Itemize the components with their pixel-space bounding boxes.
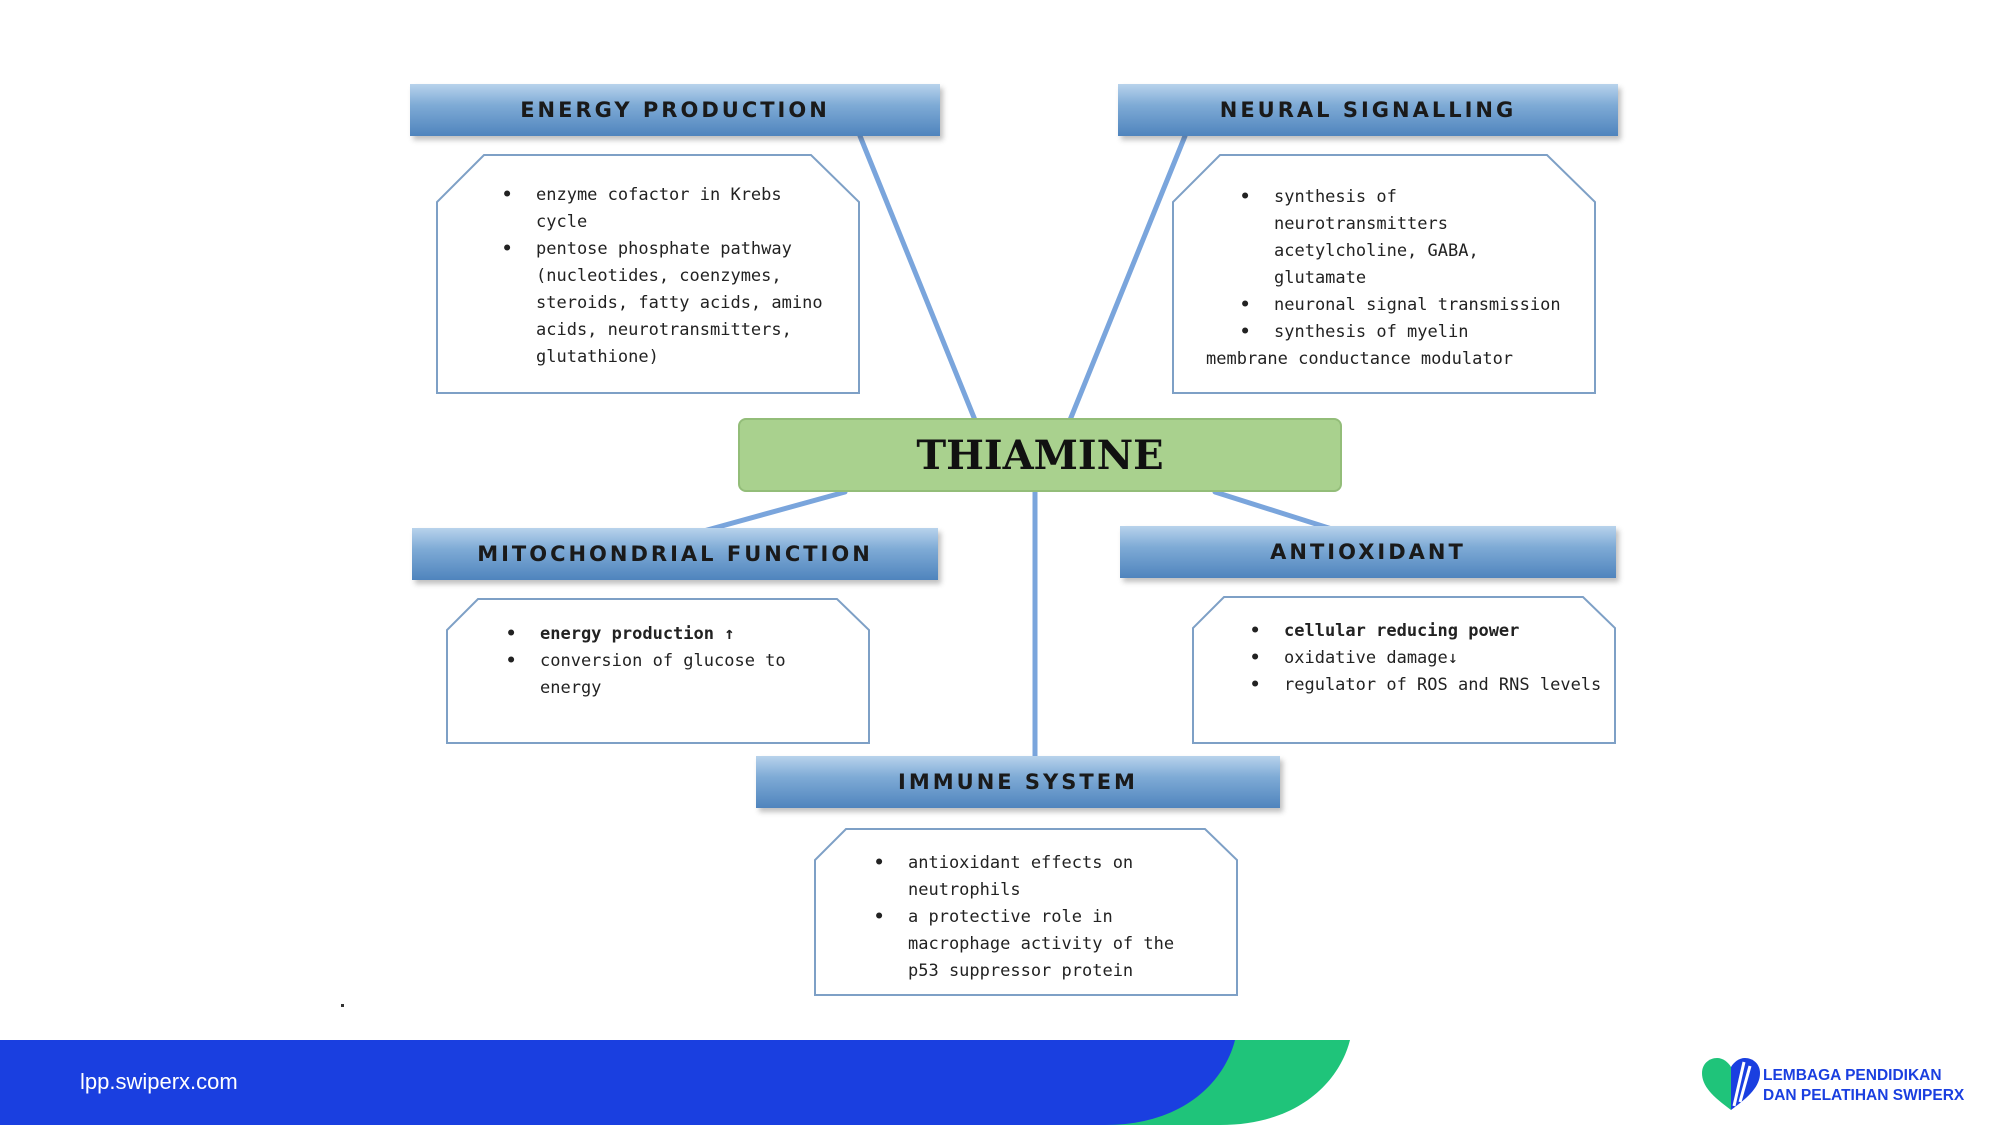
list-item: conversion of glucose to energy xyxy=(506,648,856,702)
antioxidant-title: ANTIOXIDANT xyxy=(1120,526,1616,578)
list-item: a protective role in macrophage activity… xyxy=(874,904,1214,985)
footer-org-name: LEMBAGA PENDIDIKAN DAN PELATIHAN SWIPERX xyxy=(1763,1066,1964,1106)
list-item: synthesis of neurotransmitters acetylcho… xyxy=(1240,184,1580,292)
immune-system-list: antioxidant effects on neutrophils a pro… xyxy=(874,850,1214,985)
org-line-2: DAN PELATIHAN SWIPERX xyxy=(1763,1087,1965,1104)
connector-energy xyxy=(857,133,978,423)
list-item: cellular reducing power xyxy=(1250,618,1610,645)
mitochondrial-function-list: energy production ↑ conversion of glucos… xyxy=(506,621,856,702)
list-item: synthesis of myelin xyxy=(1240,319,1580,346)
center-node-thiamine: THIAMINE xyxy=(738,418,1342,492)
list-item: membrane conductance modulator xyxy=(1206,349,1514,369)
list-item: neuronal signal transmission xyxy=(1240,292,1580,319)
list-item: oxidative damage↓ xyxy=(1250,645,1610,672)
list-item: enzyme cofactor in Krebs cycle xyxy=(502,182,832,236)
antioxidant-list: cellular reducing power oxidative damage… xyxy=(1250,618,1610,699)
stray-dot xyxy=(341,1004,344,1007)
mitochondrial-function-title: MITOCHONDRIAL FUNCTION xyxy=(412,528,938,580)
list-item: energy production ↑ xyxy=(506,621,856,648)
connector-mitochondrial xyxy=(697,489,848,535)
immune-system-title: IMMUNE SYSTEM xyxy=(756,756,1280,808)
energy-production-list: enzyme cofactor in Krebs cycle pentose p… xyxy=(502,182,832,371)
org-line-1: LEMBAGA PENDIDIKAN xyxy=(1763,1067,1942,1084)
energy-production-title: ENERGY PRODUCTION xyxy=(410,84,940,136)
list-item: antioxidant effects on neutrophils xyxy=(874,850,1214,904)
footer-url[interactable]: lpp.swiperx.com xyxy=(80,1069,238,1094)
heart-logo-icon xyxy=(1702,1058,1760,1110)
connector-neural xyxy=(1067,133,1188,423)
neural-signalling-list: synthesis of neurotransmitters acetylcho… xyxy=(1206,184,1580,373)
list-item: pentose phosphate pathway (nucleotides, … xyxy=(502,236,832,371)
footer-wave xyxy=(0,1040,1350,1125)
list-item: regulator of ROS and RNS levels xyxy=(1250,672,1610,699)
connector-antioxidant xyxy=(1212,489,1338,533)
neural-signalling-title: NEURAL SIGNALLING xyxy=(1118,84,1618,136)
